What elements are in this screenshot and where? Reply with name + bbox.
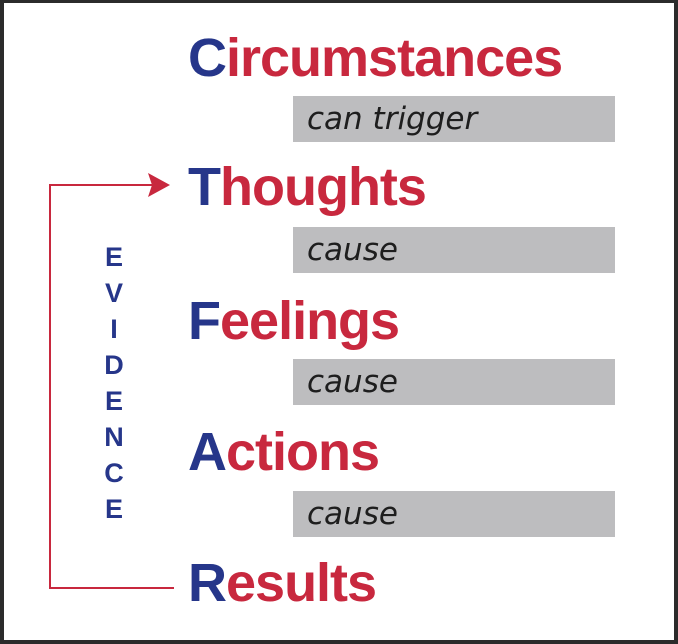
connector-label: cause: [307, 232, 398, 268]
step-initial: R: [188, 553, 227, 613]
evidence-letter: I: [110, 314, 118, 344]
feedback-arrow-line: [49, 184, 174, 589]
connector-bar: cause: [293, 359, 615, 405]
connector-label: cause: [307, 496, 398, 532]
feedback-arrow-head: [148, 173, 170, 197]
step-rest: houghts: [220, 157, 427, 217]
step-thoughts: Thoughts: [188, 157, 427, 217]
evidence-letter: C: [104, 458, 124, 488]
step-initial: A: [188, 422, 227, 482]
evidence-letter: E: [104, 386, 123, 416]
step-feelings: Feelings: [188, 291, 400, 351]
connector-label: can trigger: [307, 101, 478, 137]
feedback-arrow: [49, 173, 174, 589]
connector-bar: cause: [293, 227, 615, 273]
step-circumstances: Circumstances: [188, 28, 563, 88]
step-initial: T: [188, 157, 221, 217]
diagram-card: Circumstances can trigger Thoughts cause…: [4, 3, 674, 640]
connector-label: cause: [307, 364, 398, 400]
step-actions: Actions: [188, 422, 380, 482]
connector-bar: cause: [293, 491, 615, 537]
step-rest: ircumstances: [226, 28, 563, 88]
evidence-letter: D: [104, 350, 124, 380]
evidence-letter: N: [104, 422, 124, 452]
evidence-letter: E: [104, 242, 123, 272]
evidence-letter: E: [104, 494, 123, 524]
step-results: Results: [188, 553, 377, 613]
step-rest: esults: [226, 553, 377, 613]
step-rest: eelings: [220, 291, 400, 351]
step-initial: C: [188, 28, 227, 88]
step-initial: F: [188, 291, 221, 351]
evidence-letter: V: [104, 278, 123, 308]
evidence-label: E V I D E N C E: [96, 239, 132, 527]
connector-bar: can trigger: [293, 96, 615, 142]
step-rest: ctions: [226, 422, 380, 482]
